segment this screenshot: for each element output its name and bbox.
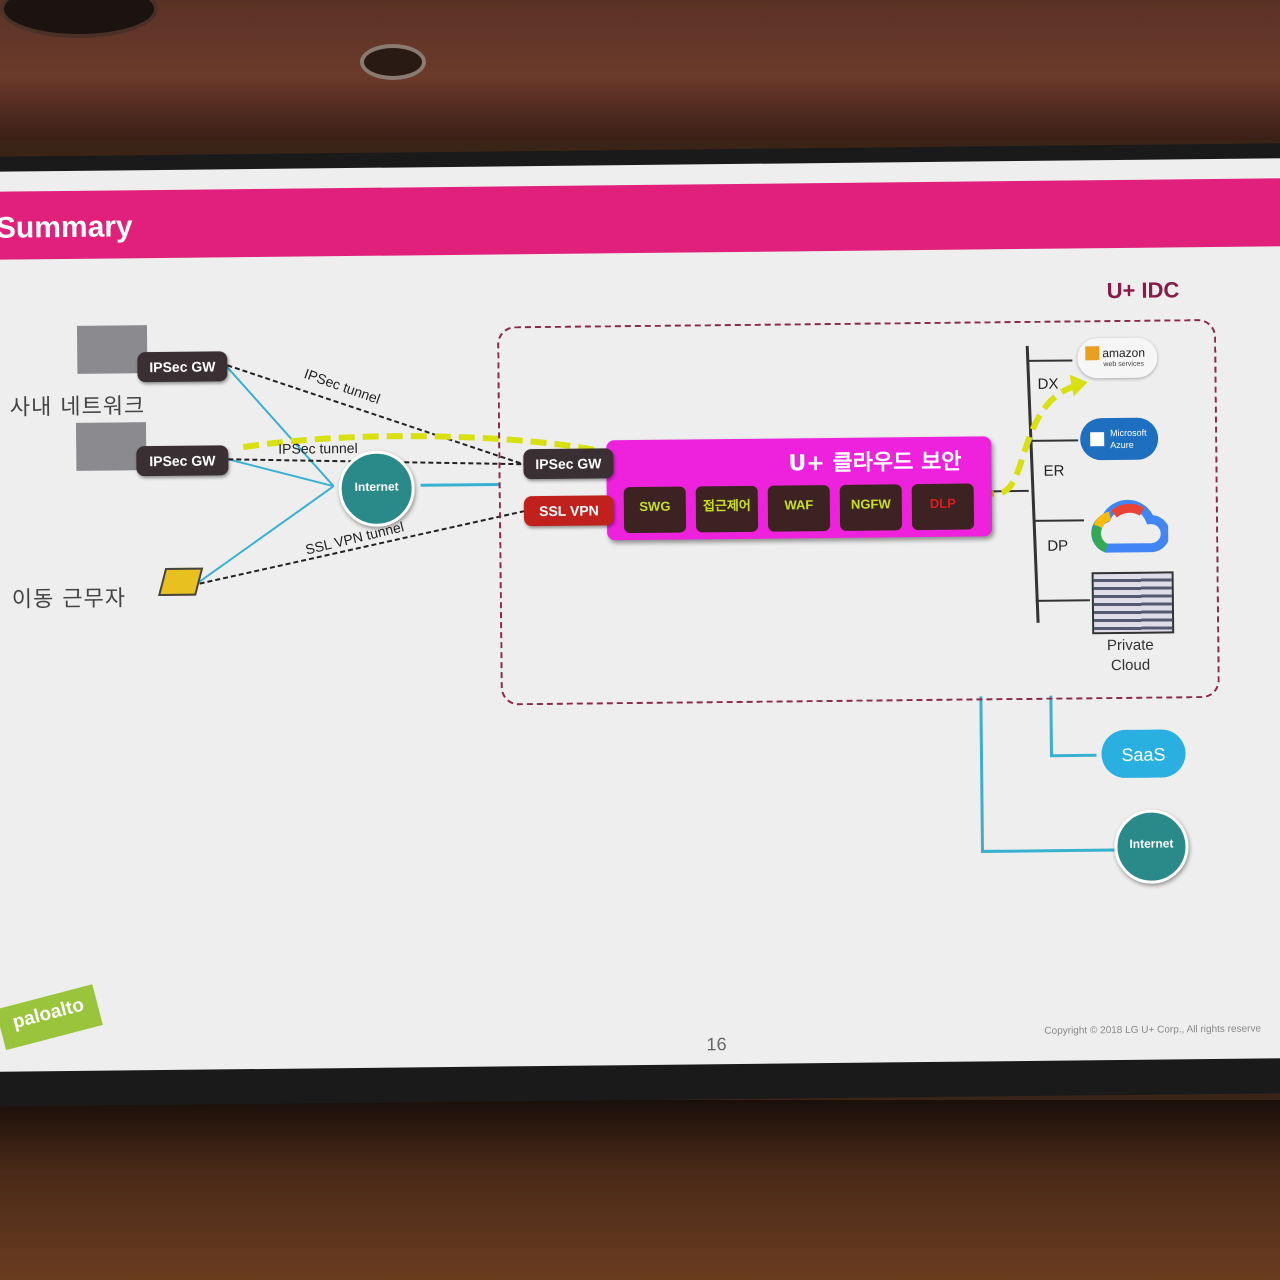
tunnel-line xyxy=(227,364,524,466)
link-line xyxy=(420,482,499,487)
ceiling xyxy=(0,0,1280,140)
link-line xyxy=(199,485,335,583)
module-dlp: DLP xyxy=(911,483,975,531)
floor xyxy=(0,1100,1280,1280)
slide: Summary 사내 네트워크 이동 근무자 IPSec GW IPSec GW… xyxy=(0,158,1280,1072)
private-cloud-label-line1: Private xyxy=(1106,636,1154,655)
windows-logo-icon xyxy=(1090,432,1105,447)
bus-line xyxy=(1035,599,1090,602)
corporate-network-label: 사내 네트워크 xyxy=(9,394,146,421)
path-arrowhead xyxy=(1069,374,1088,397)
saas-label: SaaS xyxy=(1121,744,1166,765)
module-access-control: 접근제어 xyxy=(695,485,759,533)
ipsec-gw-2: IPSec GW xyxy=(136,445,229,477)
server-rack-icon xyxy=(1091,571,1175,635)
mobile-worker-label: 이동 근무자 xyxy=(11,586,127,613)
module-swg: SWG xyxy=(623,486,687,534)
link-line xyxy=(228,458,334,488)
diagram-lines xyxy=(199,345,1115,853)
bus-line xyxy=(1033,519,1085,522)
aws-logo-icon xyxy=(1085,346,1100,361)
link-line xyxy=(979,696,1115,853)
copyright-text: Copyright © 2018 LG U+ Corp., All rights… xyxy=(1044,1023,1262,1037)
laptop-icon xyxy=(158,567,204,597)
module-ngfw: NGFW xyxy=(839,484,903,531)
internet-label-right: Internet xyxy=(1129,836,1174,851)
idc-ipsec-gw: IPSec GW xyxy=(523,448,614,480)
module-waf: WAF xyxy=(767,485,831,532)
internet-label: Internet xyxy=(354,479,399,494)
ipsec-tunnel-label-2: IPSec tunnel xyxy=(278,439,358,457)
aws-sublabel: web services xyxy=(1103,360,1144,369)
ceiling-light xyxy=(360,44,426,80)
azure-label: Microsoft xyxy=(1110,427,1147,439)
idc-label: U+ IDC xyxy=(1106,277,1180,304)
link-er-label: ER xyxy=(1043,462,1065,480)
idc-ssl-vpn: SSL VPN xyxy=(523,495,615,527)
bus-line xyxy=(1025,345,1040,623)
bus-line xyxy=(1030,439,1079,442)
aws-label: amazon xyxy=(1102,345,1146,361)
link-line xyxy=(226,366,335,487)
link-line xyxy=(1049,695,1097,758)
link-dp-label: DP xyxy=(1047,537,1069,555)
ipsec-gw-1: IPSec GW xyxy=(137,351,228,383)
cloud-security-title: U+ 클라우드 보안 xyxy=(788,449,962,477)
private-cloud-label-line2: Cloud xyxy=(1110,656,1151,675)
link-dx-label: DX xyxy=(1037,375,1059,393)
azure-sublabel: Azure xyxy=(1110,439,1134,451)
page-number: 16 xyxy=(706,1034,727,1055)
google-cloud-icon xyxy=(1091,499,1169,553)
tunnel-line xyxy=(199,510,525,585)
